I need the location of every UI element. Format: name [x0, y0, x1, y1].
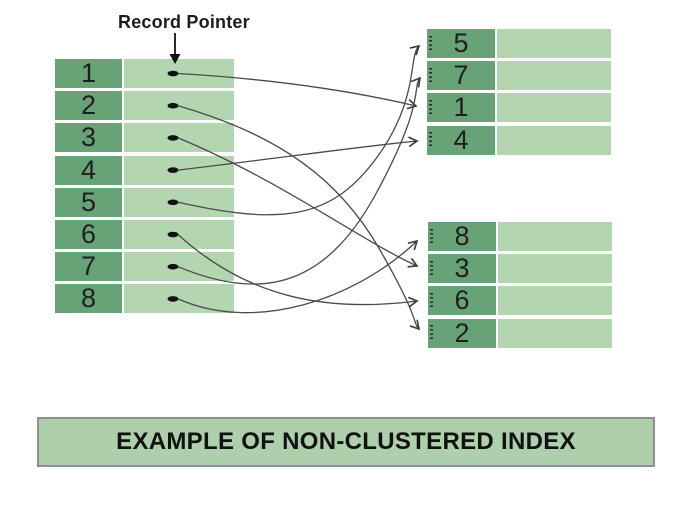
data-key-value: 2 — [454, 317, 470, 348]
index-row: 2 — [55, 91, 234, 121]
data-key-cell: 8 — [428, 222, 496, 251]
anchor-ticks — [430, 260, 433, 277]
data-row: 8 — [428, 222, 612, 251]
data-value-cell — [498, 222, 612, 251]
anchor-ticks — [429, 99, 432, 116]
data-table-top: 5 7 1 4 — [427, 29, 611, 155]
anchor-ticks — [429, 132, 432, 149]
pointer-cell — [124, 252, 234, 282]
data-key-value: 6 — [454, 285, 470, 316]
pointer-cell — [124, 155, 234, 185]
index-row: 7 — [55, 252, 234, 282]
data-key-cell: 5 — [427, 29, 495, 58]
data-key-value: 8 — [454, 221, 470, 251]
data-key-cell: 6 — [428, 285, 496, 316]
pointer-cell — [124, 187, 234, 217]
data-row: 4 — [427, 124, 611, 155]
index-key-cell: 2 — [55, 91, 122, 121]
index-row: 8 — [55, 284, 234, 314]
anchor-ticks — [430, 325, 433, 342]
anchor-ticks — [430, 292, 433, 309]
anchor-ticks — [429, 35, 432, 52]
index-key-cell: 7 — [55, 252, 122, 282]
data-row: 7 — [427, 60, 611, 91]
index-row: 4 — [55, 155, 234, 185]
data-row: 5 — [427, 29, 611, 58]
pointer-cell — [124, 91, 234, 121]
pointer-cell — [124, 123, 234, 153]
data-row: 1 — [427, 92, 611, 123]
pointer-cell — [124, 219, 234, 249]
data-key-cell: 4 — [427, 124, 495, 155]
data-value-cell — [497, 125, 611, 155]
index-row: 6 — [55, 219, 234, 249]
index-row: 1 — [55, 59, 234, 88]
index-row: 5 — [55, 187, 234, 217]
index-key-cell: 1 — [55, 59, 122, 88]
data-value-cell — [498, 286, 612, 316]
data-value-cell — [497, 29, 611, 58]
record-pointer-label: Record Pointer — [118, 12, 250, 32]
anchor-ticks — [429, 67, 432, 84]
data-value-cell — [498, 254, 612, 284]
data-table-bottom: 8 3 6 2 — [428, 222, 612, 348]
index-key-cell: 4 — [55, 155, 122, 185]
data-key-value: 1 — [453, 92, 469, 123]
title-banner-text: EXAMPLE OF NON-CLUSTERED INDEX — [116, 428, 576, 455]
index-key-cell: 5 — [55, 187, 122, 217]
data-value-cell — [498, 318, 612, 348]
data-key-cell: 2 — [428, 317, 496, 348]
index-table: 1 2 3 4 5 6 7 8 — [55, 59, 234, 314]
index-key-cell: 3 — [55, 123, 122, 153]
pointer-cell — [124, 59, 234, 88]
index-row: 3 — [55, 123, 234, 153]
data-row: 6 — [428, 285, 612, 316]
data-row: 2 — [428, 317, 612, 348]
data-key-value: 5 — [453, 28, 469, 58]
data-key-value: 3 — [454, 253, 470, 284]
index-key-cell: 6 — [55, 219, 122, 249]
data-key-cell: 7 — [427, 60, 495, 91]
pointer-cell — [124, 284, 234, 314]
data-value-cell — [497, 61, 611, 91]
data-value-cell — [497, 93, 611, 123]
data-key-value: 4 — [453, 124, 469, 155]
data-key-cell: 3 — [428, 253, 496, 284]
data-key-cell: 1 — [427, 92, 495, 123]
title-banner: EXAMPLE OF NON-CLUSTERED INDEX — [37, 417, 655, 467]
index-key-cell: 8 — [55, 284, 122, 314]
anchor-ticks — [430, 228, 433, 245]
data-key-value: 7 — [453, 60, 469, 91]
data-row: 3 — [428, 253, 612, 284]
